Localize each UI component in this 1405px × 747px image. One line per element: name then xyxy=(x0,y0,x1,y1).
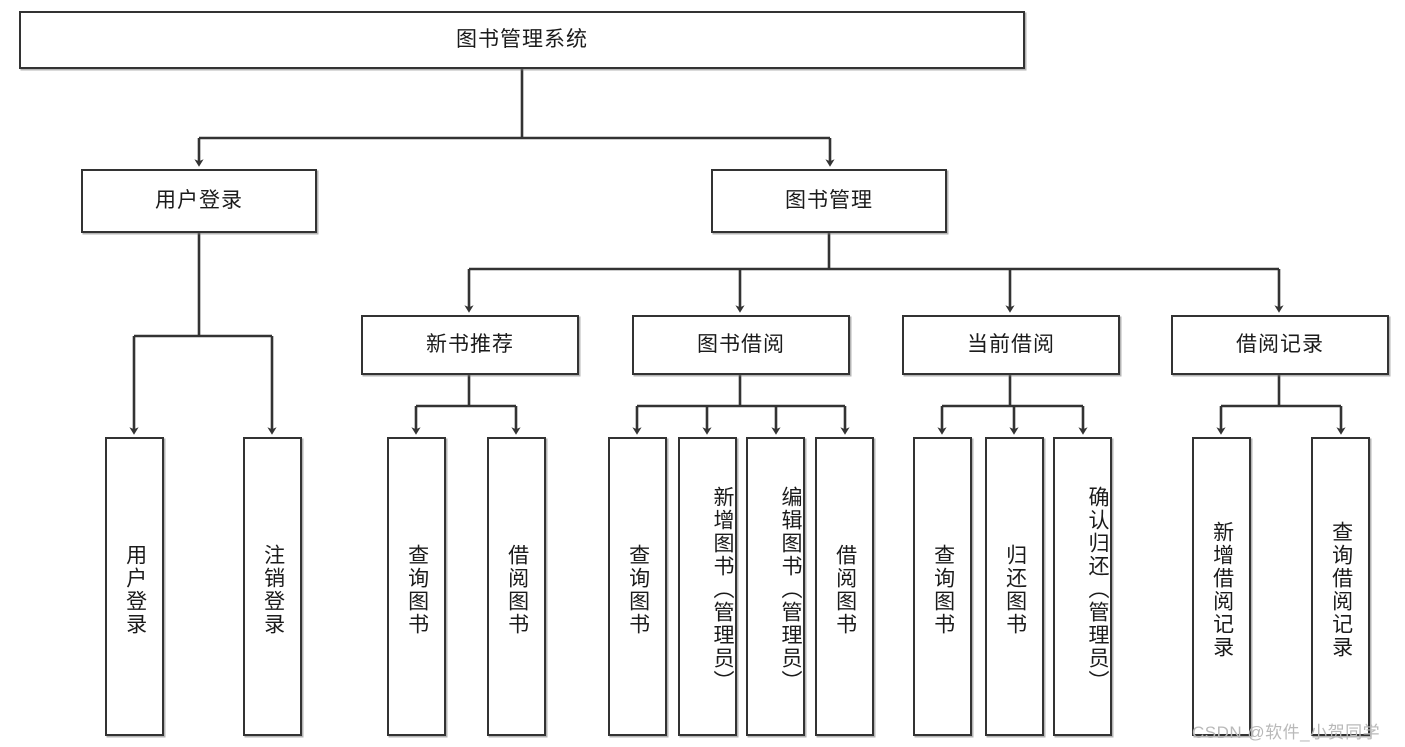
node-leaf-query-borrow-record-label: 查询借阅记录 xyxy=(1329,520,1353,659)
node-leaf-edit-book-admin[interactable]: 编辑图书（管理员） xyxy=(746,437,805,736)
node-leaf-query-book-current-label: 查询图书 xyxy=(931,543,955,636)
node-leaf-add-borrow-record-label: 新增借阅记录 xyxy=(1210,520,1234,659)
node-leaf-add-book-admin-label: 新增图书（管理员） xyxy=(711,486,734,693)
node-leaf-borrow-book[interactable]: 借阅图书 xyxy=(815,437,874,736)
node-new-book-recommend[interactable]: 新书推荐 xyxy=(361,315,579,375)
node-root[interactable]: 图书管理系统 xyxy=(19,11,1025,69)
node-user-login-label: 用户登录 xyxy=(155,189,243,213)
csdn-watermark-text: CSDN @软件_小贺同学 xyxy=(1192,723,1381,742)
node-current-borrow-label: 当前借阅 xyxy=(967,333,1055,357)
node-leaf-user-login-label: 用户登录 xyxy=(123,543,147,636)
node-user-login[interactable]: 用户登录 xyxy=(81,169,317,233)
node-leaf-query-book-borrow-label: 查询图书 xyxy=(626,543,650,636)
node-borrow-record[interactable]: 借阅记录 xyxy=(1171,315,1389,375)
node-book-borrow[interactable]: 图书借阅 xyxy=(632,315,850,375)
node-leaf-confirm-return-admin-label: 确认归还（管理员） xyxy=(1086,486,1109,693)
node-leaf-query-book-recommend-label: 查询图书 xyxy=(405,543,429,636)
node-leaf-query-borrow-record[interactable]: 查询借阅记录 xyxy=(1311,437,1370,736)
node-leaf-confirm-return-admin[interactable]: 确认归还（管理员） xyxy=(1053,437,1112,736)
node-leaf-return-book-label: 归还图书 xyxy=(1003,543,1027,636)
node-leaf-logout[interactable]: 注销登录 xyxy=(243,437,302,736)
node-leaf-edit-book-admin-label: 编辑图书（管理员） xyxy=(779,486,802,693)
node-leaf-borrow-book-label: 借阅图书 xyxy=(833,543,857,636)
node-new-book-recommend-label: 新书推荐 xyxy=(426,333,514,357)
node-book-management-label: 图书管理 xyxy=(785,189,873,213)
node-root-label: 图书管理系统 xyxy=(456,28,588,52)
node-leaf-add-book-admin[interactable]: 新增图书（管理员） xyxy=(678,437,737,736)
node-leaf-borrow-book-recommend-label: 借阅图书 xyxy=(505,543,529,636)
node-leaf-borrow-book-recommend[interactable]: 借阅图书 xyxy=(487,437,546,736)
node-leaf-add-borrow-record[interactable]: 新增借阅记录 xyxy=(1192,437,1251,736)
csdn-watermark: CSDN @软件_小贺同学 xyxy=(1192,718,1380,743)
node-leaf-query-book-borrow[interactable]: 查询图书 xyxy=(608,437,667,736)
node-current-borrow[interactable]: 当前借阅 xyxy=(902,315,1120,375)
node-leaf-return-book[interactable]: 归还图书 xyxy=(985,437,1044,736)
node-book-management[interactable]: 图书管理 xyxy=(711,169,947,233)
node-leaf-user-login[interactable]: 用户登录 xyxy=(105,437,164,736)
node-leaf-query-book-current[interactable]: 查询图书 xyxy=(913,437,972,736)
node-borrow-record-label: 借阅记录 xyxy=(1236,333,1324,357)
node-leaf-query-book-recommend[interactable]: 查询图书 xyxy=(387,437,446,736)
node-book-borrow-label: 图书借阅 xyxy=(697,333,785,357)
node-leaf-logout-label: 注销登录 xyxy=(261,543,285,636)
